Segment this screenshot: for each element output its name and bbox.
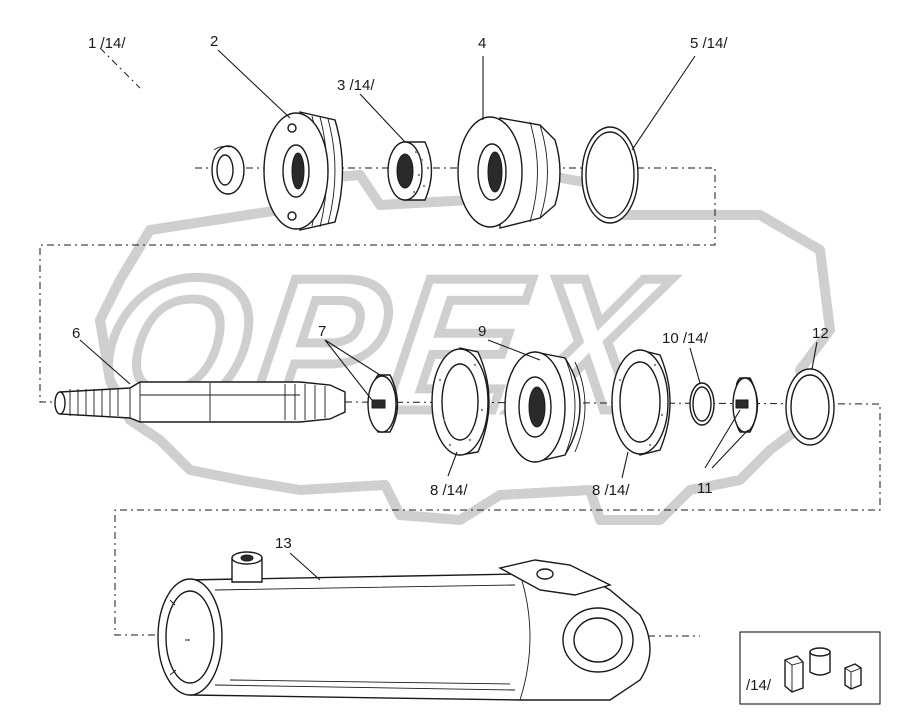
label-10: 10 /14/ bbox=[662, 330, 709, 347]
label-7: 7 bbox=[318, 323, 326, 340]
part-6-piston-rod bbox=[54, 381, 346, 423]
part-8b-wear-ring bbox=[611, 349, 671, 456]
label-4: 4 bbox=[478, 35, 486, 52]
label-8b: 8 /14/ bbox=[592, 482, 630, 499]
label-6: 6 bbox=[72, 325, 80, 342]
kit-box: /14/ bbox=[739, 631, 881, 705]
label-11: 11 bbox=[697, 480, 713, 497]
label-1: 1 /14/ bbox=[88, 35, 126, 52]
part-13-cylinder-barrel bbox=[157, 551, 651, 701]
leader-lines bbox=[79, 49, 818, 581]
label-2: 2 bbox=[210, 33, 218, 50]
part-7-split-collar bbox=[367, 374, 399, 433]
label-3: 3 /14/ bbox=[337, 77, 375, 94]
part-11-split-collar bbox=[732, 377, 759, 433]
part-9-piston bbox=[504, 351, 586, 463]
part-2-gland bbox=[263, 111, 344, 231]
part-12-ring bbox=[785, 368, 835, 446]
label-12: 12 bbox=[812, 325, 829, 342]
label-13: 13 bbox=[275, 535, 292, 552]
label-5: 5 /14/ bbox=[690, 35, 728, 52]
part-5-oring bbox=[581, 126, 639, 224]
part-8a-wear-ring bbox=[431, 347, 490, 456]
label-9: 9 bbox=[478, 323, 486, 340]
part-3-bushing bbox=[387, 141, 433, 201]
watermark: OPEX bbox=[82, 170, 835, 525]
part-10-small-oring bbox=[689, 382, 715, 426]
part-4-guide bbox=[457, 116, 561, 229]
kit-box-label: /14/ bbox=[746, 677, 772, 694]
callout-labels: 1 /14/ 2 3 /14/ 4 5 /14/ 6 7 9 10 /14/ 1… bbox=[72, 33, 829, 552]
label-8a: 8 /14/ bbox=[430, 482, 468, 499]
part-1-ring bbox=[211, 145, 245, 195]
